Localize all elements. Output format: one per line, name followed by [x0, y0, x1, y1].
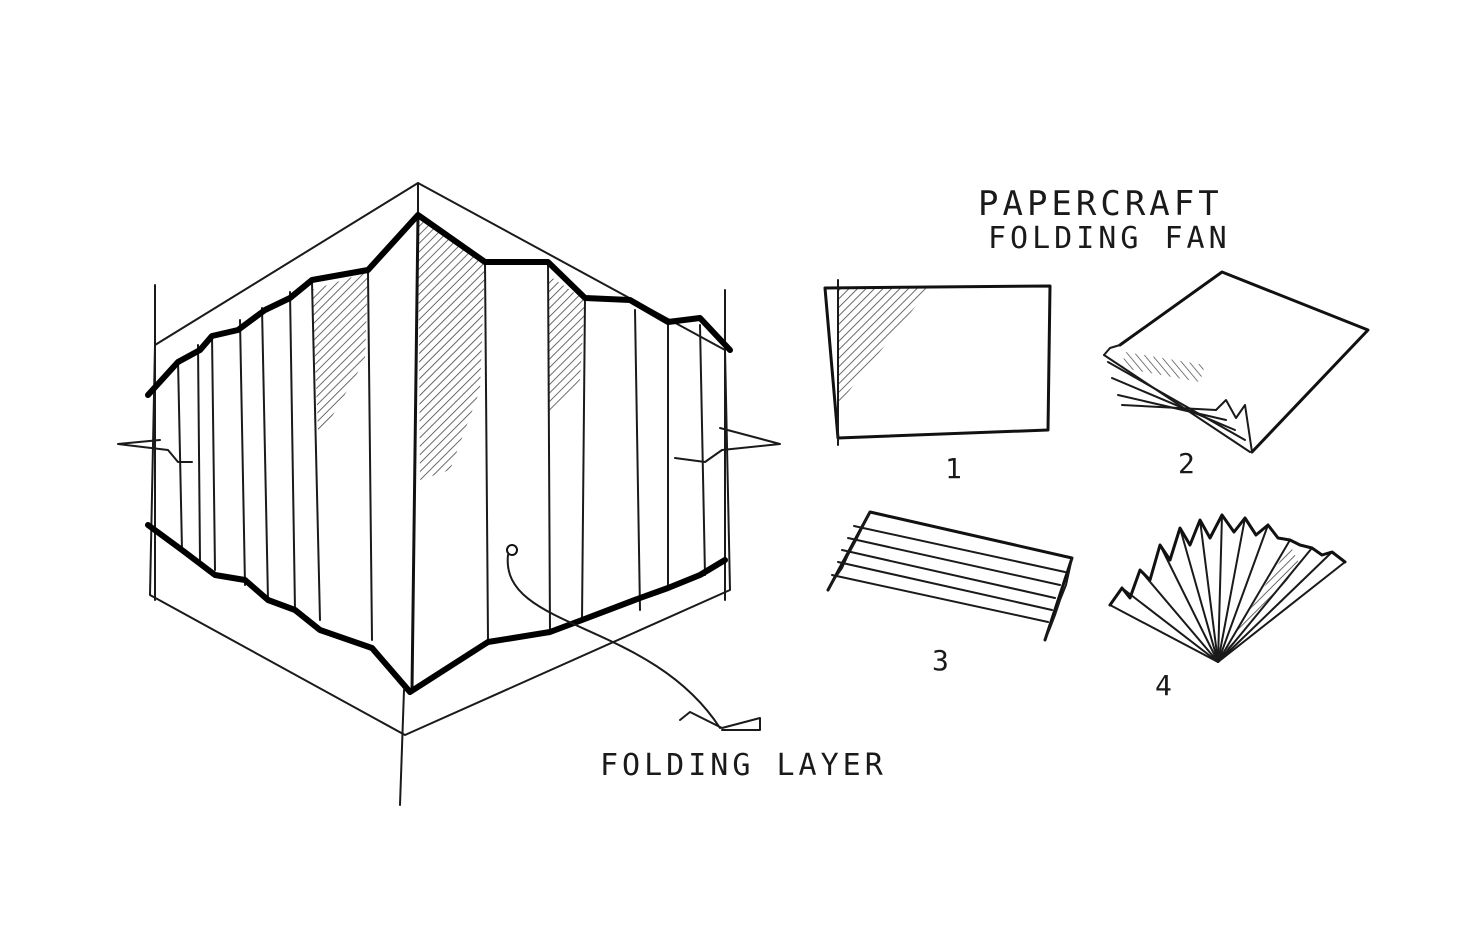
step-4-open-fan: [1108, 513, 1347, 663]
pleat-lines: [177, 213, 706, 692]
hatch-center: [418, 215, 485, 480]
step-3-pleated-strip: [826, 510, 1074, 642]
step-1-sheet: [823, 279, 1052, 446]
title-line-1: PAPERCRAFT: [978, 184, 1223, 224]
step-2-label: 2: [1178, 447, 1199, 480]
bottom-zigzag-edge: [145, 522, 728, 695]
step-3-label: 3: [932, 644, 953, 677]
right-tab: [674, 427, 781, 463]
left-tab: [117, 439, 193, 463]
step-4-label: 4: [1155, 669, 1176, 702]
step-2-partial-fold: [1103, 270, 1370, 454]
hatch-left: [312, 272, 368, 430]
step-1-label: 1: [945, 452, 966, 485]
folding-layer-label: FOLDING LAYER: [600, 748, 887, 783]
callout-arrowhead: [679, 711, 761, 731]
title-line-2: FOLDING FAN: [988, 221, 1231, 256]
callout-leader: [506, 554, 721, 729]
callout-dot: [506, 544, 518, 556]
hatch-right: [548, 275, 585, 420]
top-zigzag-edge: [145, 212, 733, 398]
main-fan-sketch: [117, 182, 781, 806]
